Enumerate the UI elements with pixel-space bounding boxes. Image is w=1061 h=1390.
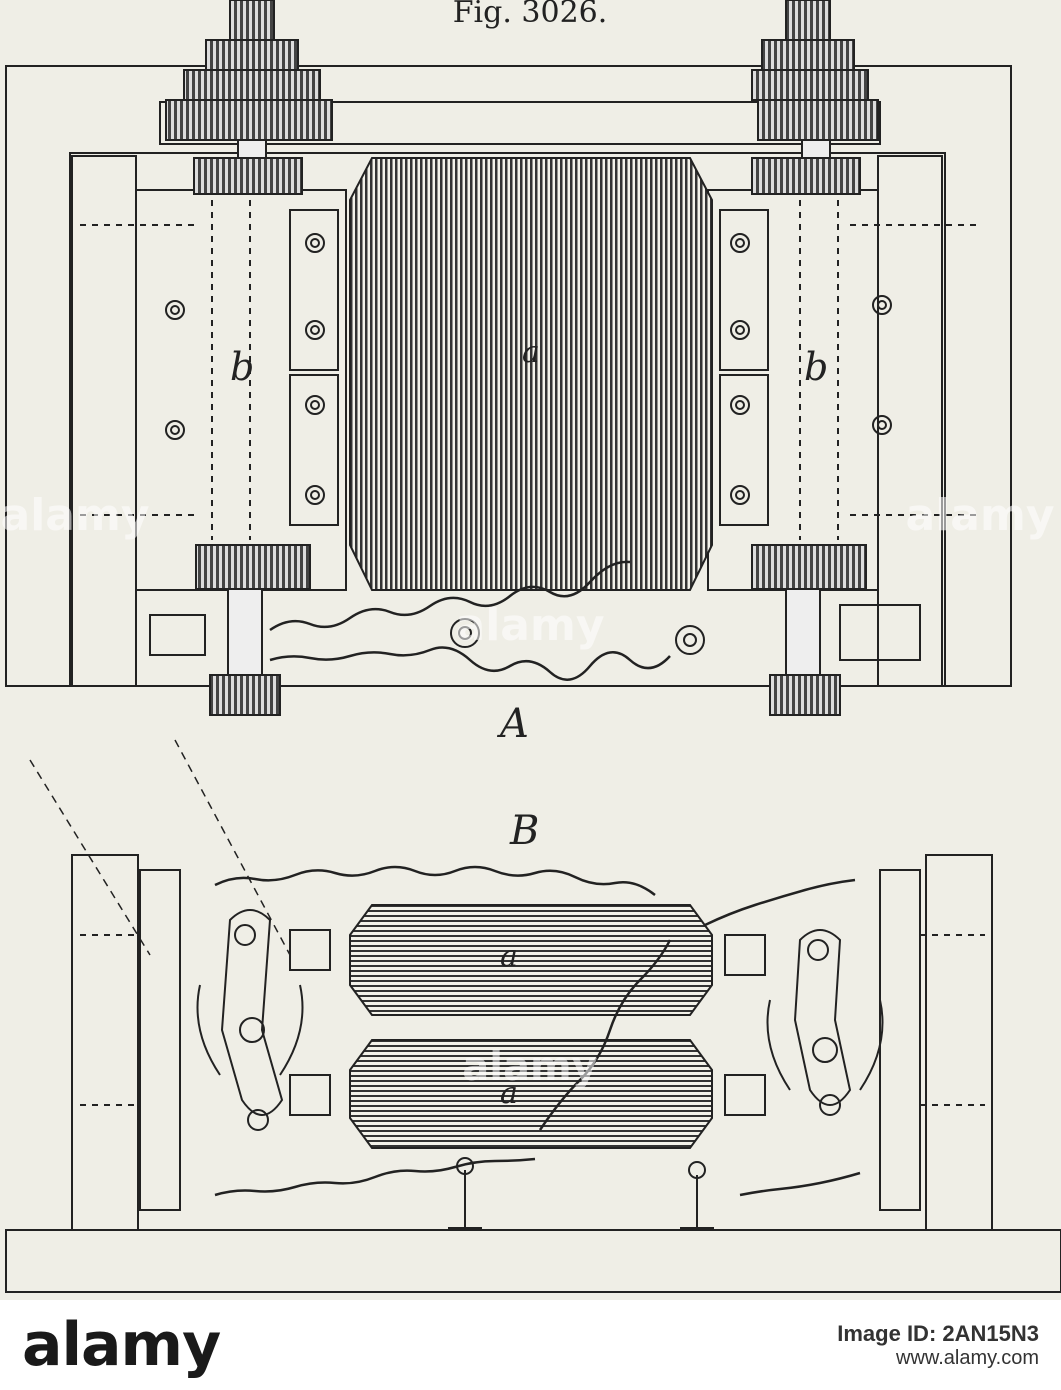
image-meta: Image ID: 2AN15N3 www.alamy.com [837,1321,1039,1370]
watermark-text: alamy [462,1044,597,1090]
brush-rocker-left [220,909,284,1116]
armature-label-b-lower: a [500,1076,518,1111]
view-b-base [5,1229,1061,1293]
coiled-wire-a [269,560,631,632]
watermark-text: alamy [1,490,150,541]
brush-rocker-right [793,929,852,1106]
brand-logo: alamy [22,1310,221,1380]
engraving-figure: Fig. 3026. [1,0,1061,1293]
armature-core-a [349,157,713,591]
watermark-layer: alamy alamy alamy alamy [1,490,1055,1090]
figure-caption: Fig. 3026. [453,0,608,30]
view-b-drawing [5,854,1061,1293]
armature-label-b-upper: a [500,939,518,974]
view-b-label: B [509,808,539,854]
site-url: www.alamy.com [896,1346,1039,1369]
armature-core-b-lower [349,1039,713,1149]
armature-label-a: a [522,335,540,370]
shaft-label-left: b [230,345,254,389]
image-id: Image ID: 2AN15N3 [837,1320,1039,1346]
watermark-text: alamy [456,600,605,651]
footer-bar: alamy Image ID: 2AN15N3 www.alamy.com [0,1300,1061,1390]
shaft-label-right: b [804,345,828,389]
bolt-heads-a [165,233,892,505]
view-a-drawing [5,0,1012,716]
coiled-wire-b-bottom [214,1157,536,1197]
armature-core-b-upper [349,904,713,1016]
view-a-label: A [496,701,529,747]
coiled-wire-b-top [214,865,656,896]
watermark-text: alamy [906,490,1055,541]
